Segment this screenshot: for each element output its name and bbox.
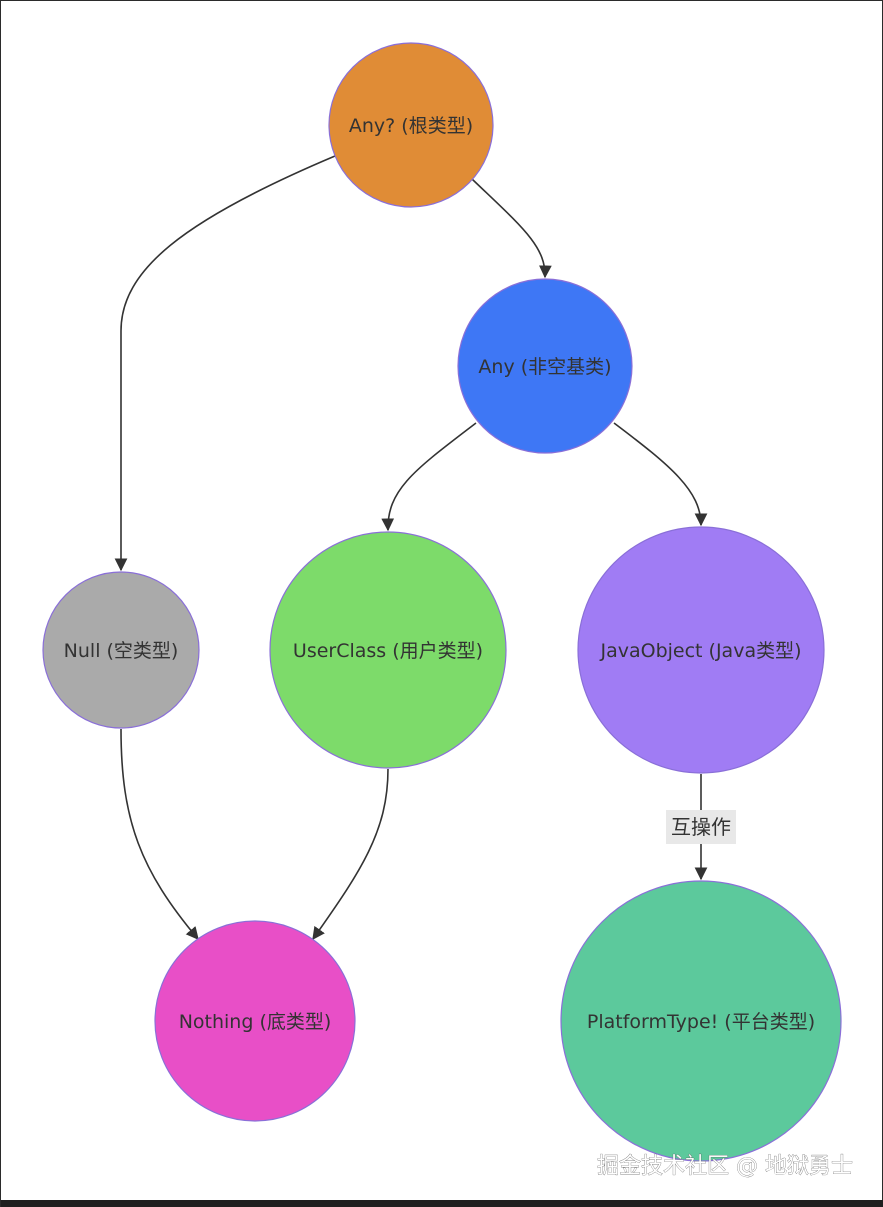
node-any: Any (非空基类): [457, 278, 633, 454]
node-userclass: UserClass (用户类型): [269, 531, 507, 769]
node-circle-null: [42, 571, 200, 729]
node-label-any_nullable: Any? (根类型): [349, 115, 473, 137]
node-label-javaobject: JavaObject (Java类型): [599, 640, 801, 662]
edge-label-text: 互操作: [671, 815, 731, 839]
node-circle-any_nullable: [328, 42, 494, 208]
edge-userclass-to-nothing: [312, 768, 389, 941]
edge-any_nullable-to-any: [471, 178, 552, 279]
edge-null-to-nothing: [120, 728, 199, 940]
node-javaobject: JavaObject (Java类型): [577, 526, 825, 774]
node-label-nothing: Nothing (底类型): [179, 1011, 332, 1033]
edge-any-to-userclass: [381, 422, 477, 532]
edge-any-to-javaobject: [613, 422, 708, 527]
node-circle-any: [457, 278, 633, 454]
node-any_nullable: Any? (根类型): [328, 42, 494, 208]
node-label-null: Null (空类型): [64, 640, 179, 662]
node-label-platformtype: PlatformType! (平台类型): [587, 1011, 815, 1033]
edge-label-background: [666, 810, 736, 844]
watermark: 掘金技术社区 @ 地狱勇士: [597, 1154, 853, 1179]
edge-any_nullable-to-null: [114, 155, 336, 572]
node-circle-platformtype: [560, 880, 842, 1162]
node-circle-nothing: [154, 920, 356, 1122]
edges-layer: [114, 155, 708, 941]
nodes-layer: Any? (根类型) Any (非空基类) Null (空类型) UserClass …: [42, 42, 842, 1162]
node-label-any: Any (非空基类): [478, 356, 611, 378]
node-null: Null (空类型): [42, 571, 200, 729]
node-circle-userclass: [269, 531, 507, 769]
edge-labels-layer: 互操作: [666, 810, 736, 844]
edge-label-javaobject-to-platformtype: 互操作: [666, 810, 736, 844]
node-platformtype: PlatformType! (平台类型): [560, 880, 842, 1162]
node-nothing: Nothing (底类型): [154, 920, 356, 1122]
node-label-userclass: UserClass (用户类型): [293, 640, 483, 662]
node-circle-javaobject: [577, 526, 825, 774]
bottom-border-bar: [1, 1200, 883, 1207]
